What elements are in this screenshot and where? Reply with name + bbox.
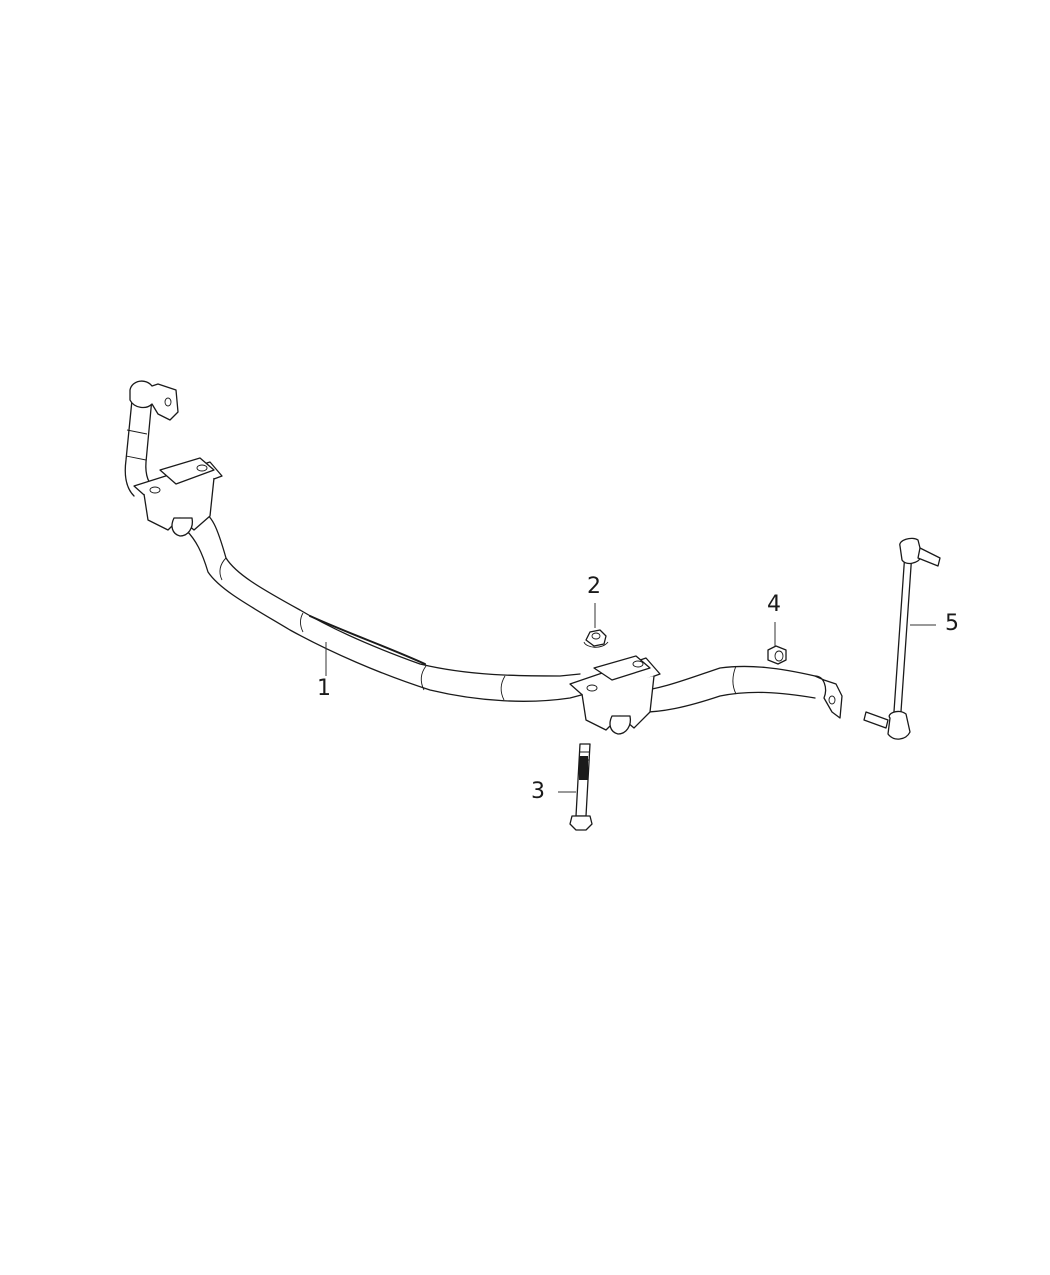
left-bracket-bushing (133, 457, 223, 537)
callout-2: 2 (587, 574, 601, 599)
stabilizer-link-part (863, 537, 941, 740)
nut-part (767, 645, 787, 665)
flange-nut-part (583, 629, 609, 648)
callout-1: 1 (317, 676, 331, 701)
stabilizer-bar-part (124, 380, 843, 719)
callout-5: 5 (945, 611, 959, 636)
bolt-part (569, 743, 593, 831)
callout-3: 3 (531, 779, 545, 804)
callout-4: 4 (767, 592, 781, 617)
right-bracket-bushing (569, 655, 661, 735)
